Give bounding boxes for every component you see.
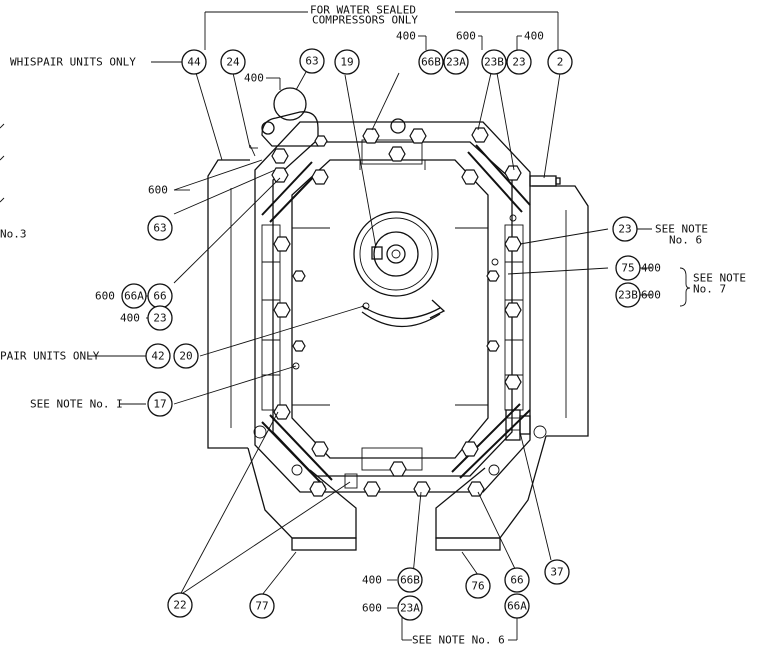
svg-text:23: 23 [153, 312, 166, 325]
balloon-2: 2 [547, 49, 573, 75]
svg-text:2: 2 [557, 56, 564, 69]
label-whispair-left: PAIR UNITS ONLY [0, 350, 100, 363]
balloon-42: 42 [145, 343, 171, 369]
balloon-66: 66 [147, 283, 173, 309]
label-400-75: 400 [641, 262, 661, 275]
balloon-66b-top: 66B [418, 49, 444, 75]
balloon-19: 19 [334, 49, 360, 75]
balloon-23a-top: 23A [443, 49, 469, 75]
svg-text:37: 37 [550, 566, 563, 579]
label-600-23a-bottom: 600 [362, 602, 382, 615]
balloon-76: 76 [465, 573, 491, 599]
label-note3: No.3 [0, 228, 27, 241]
balloon-17: 17 [147, 391, 173, 417]
balloon-23-top: 23 [506, 49, 532, 75]
header-note-line2: COMPRESSORS ONLY [312, 14, 418, 27]
balloon-77: 77 [249, 593, 275, 619]
balloon-63-left: 63 [147, 215, 173, 241]
svg-text:75: 75 [621, 262, 634, 275]
svg-text:44: 44 [187, 56, 201, 69]
label-600-23b: 600 [641, 289, 661, 302]
svg-text:66B: 66B [400, 574, 420, 587]
svg-text:66: 66 [153, 290, 166, 303]
compressor-body [207, 87, 589, 551]
balloon-66-bottom: 66 [504, 567, 530, 593]
svg-text:77: 77 [255, 600, 268, 613]
label-600-left: 600 [148, 184, 168, 197]
svg-text:22: 22 [173, 599, 186, 612]
balloon-23-mid: 23 [147, 305, 173, 331]
balloon-23-right: 23 [612, 216, 638, 242]
svg-text:42: 42 [151, 350, 164, 363]
svg-text:66A: 66A [507, 600, 527, 613]
label-400-66b-bottom: 400 [362, 574, 382, 587]
label-whispair-top: WHISPAIR UNITS ONLY [10, 56, 136, 69]
balloon-20: 20 [173, 343, 199, 369]
balloon-37: 37 [544, 559, 570, 585]
bolts [271, 127, 522, 497]
svg-text:17: 17 [153, 398, 166, 411]
svg-text:23A: 23A [400, 602, 420, 615]
balloon-75: 75 [615, 255, 641, 281]
svg-text:66A: 66A [124, 290, 144, 303]
label-400-23: 400 [120, 312, 140, 325]
label-no7: No. 7 [693, 283, 726, 296]
label-400-63: 400 [244, 72, 264, 85]
label-600-66a: 600 [95, 290, 115, 303]
svg-text:63: 63 [305, 55, 318, 68]
svg-text:66: 66 [510, 574, 523, 587]
leader-lines [0, 35, 691, 641]
svg-text:23A: 23A [446, 56, 466, 69]
svg-text:24: 24 [226, 56, 240, 69]
balloon-44: 44 [181, 49, 207, 75]
label-400-66b-top: 400 [396, 30, 416, 43]
header-note-line1: FOR WATER SEALED [310, 4, 416, 17]
svg-text:23B: 23B [484, 56, 504, 69]
balloon-66a-bottom: 66A [504, 593, 530, 619]
label-see-note-6-bottom: SEE NOTE No. 6 [412, 634, 505, 647]
label-no6: No. 6 [669, 234, 702, 247]
balloon-23b-right: 23B [615, 282, 641, 308]
svg-text:63: 63 [153, 222, 166, 235]
label-see-note-6: SEE NOTE [655, 223, 708, 236]
svg-text:66B: 66B [421, 56, 441, 69]
svg-text:23B: 23B [618, 289, 638, 302]
text-labels: WHISPAIR UNITS ONLY PAIR UNITS ONLY SEE … [0, 30, 746, 647]
svg-text:19: 19 [340, 56, 353, 69]
label-400-23-top: 400 [524, 30, 544, 43]
balloon-23b-top: 23B [481, 49, 507, 75]
water-sealed-bracket: FOR WATER SEALED COMPRESSORS ONLY [204, 4, 559, 50]
svg-text:76: 76 [471, 580, 484, 593]
balloon-24: 24 [220, 49, 246, 75]
svg-text:23: 23 [618, 223, 631, 236]
balloon-22: 22 [167, 592, 193, 618]
label-see-note-7: SEE NOTE [693, 272, 746, 285]
label-600-23a-top: 600 [456, 30, 476, 43]
balloon-63-top: 63 [299, 48, 325, 74]
balloon-66a: 66A [121, 283, 147, 309]
balloon-23a-bottom: 23A [397, 595, 423, 621]
svg-text:20: 20 [179, 350, 192, 363]
svg-text:23: 23 [512, 56, 525, 69]
label-see-note-1: SEE NOTE No. I [30, 398, 123, 411]
balloon-66b-bottom: 66B [397, 567, 423, 593]
